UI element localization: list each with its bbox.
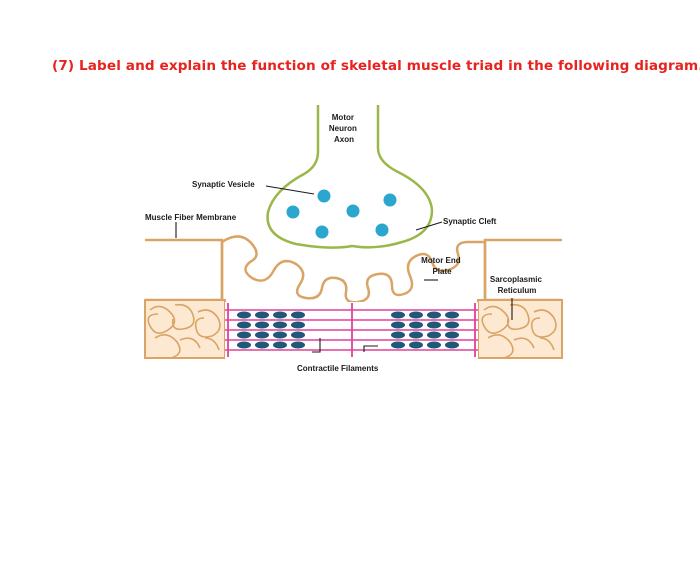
contractile-filaments: [225, 302, 478, 360]
question-text: (7) Label and explain the function of sk…: [52, 58, 700, 74]
label-motor-end-plate: Motor End Plate: [421, 256, 463, 276]
label-contractile-filaments: Contractile Filaments: [297, 364, 379, 373]
label-synaptic-vesicle: Synaptic Vesicle: [192, 180, 255, 189]
right-sarcoplasmic-reticulum: [477, 238, 563, 359]
label-motor-neuron-axon: Motor Neuron Axon: [329, 113, 359, 144]
left-sarcoplasmic-reticulum: [144, 238, 226, 359]
label-synaptic-cleft: Synaptic Cleft: [443, 217, 497, 226]
motor-end-plate-membrane: [220, 235, 487, 304]
label-muscle-fiber-membrane: Muscle Fiber Membrane: [145, 213, 237, 222]
label-sarcoplasmic-reticulum: Sarcoplasmic Reticulum: [490, 275, 544, 295]
leader-lines: [175, 185, 513, 353]
synaptic-vesicles: [286, 189, 397, 239]
motor-neuron-axon-terminal: [266, 105, 434, 249]
